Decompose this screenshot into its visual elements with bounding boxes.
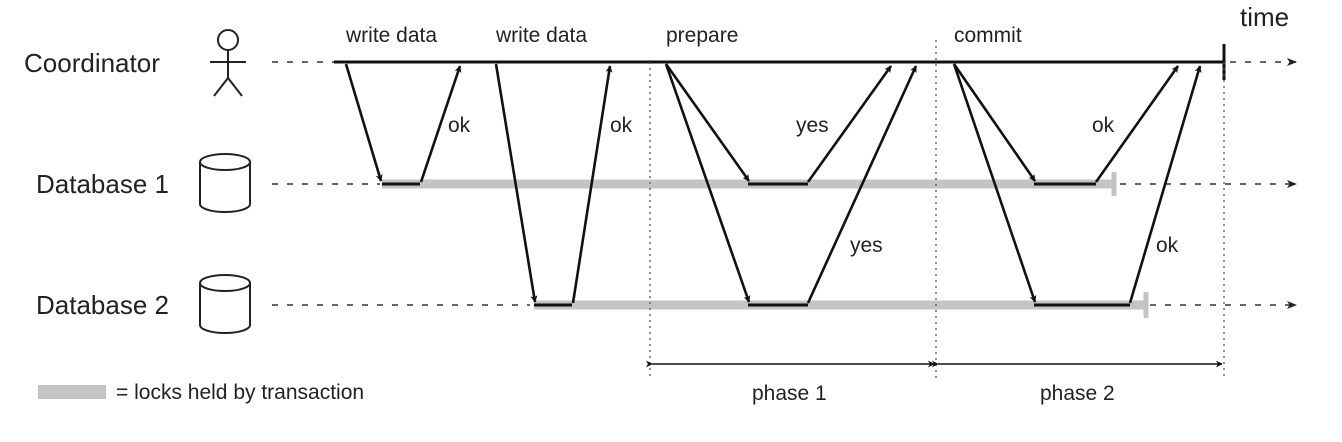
arrow-prepare-db1 [664, 63, 751, 182]
message-label: write data [345, 24, 437, 47]
arrow-ok-db2 [571, 65, 613, 304]
database-icon [199, 274, 251, 334]
phase-label: phase 1 [752, 382, 827, 405]
arrow-yes-db1 [806, 65, 893, 183]
arrow-write-data-db2 [494, 63, 538, 303]
arrow-prepare-db2 [664, 63, 751, 303]
arrow-ok-commit-db2 [1128, 65, 1202, 304]
arrow-commit-db2 [952, 63, 1037, 303]
legend-label: = locks held by transaction [116, 381, 364, 404]
person-icon [210, 29, 246, 97]
phase-label: phase 2 [1040, 382, 1115, 405]
message-label: write data [495, 24, 587, 47]
arrow-ok-commit-db1 [1094, 65, 1180, 183]
message-label: prepare [666, 24, 738, 47]
lane-label-database-1: Database 1 [36, 169, 169, 199]
response-label: yes [850, 234, 883, 257]
response-label: ok [1092, 114, 1115, 137]
arrow-yes-db2 [806, 65, 918, 304]
arrow-ok-db1 [419, 65, 462, 183]
database-icon [199, 153, 251, 213]
lane-label-database-2: Database 2 [36, 290, 169, 320]
lane-label-coordinator: Coordinator [24, 48, 160, 78]
response-label: ok [448, 114, 471, 137]
response-label: yes [796, 114, 829, 137]
message-label: commit [954, 24, 1022, 47]
response-label: ok [610, 114, 633, 137]
response-label: ok [1156, 234, 1179, 257]
arrow-commit-db1 [952, 63, 1037, 182]
legend-lock-swatch [38, 385, 106, 399]
arrow-write-data-db1 [344, 63, 383, 182]
time-label: time [1240, 2, 1289, 32]
